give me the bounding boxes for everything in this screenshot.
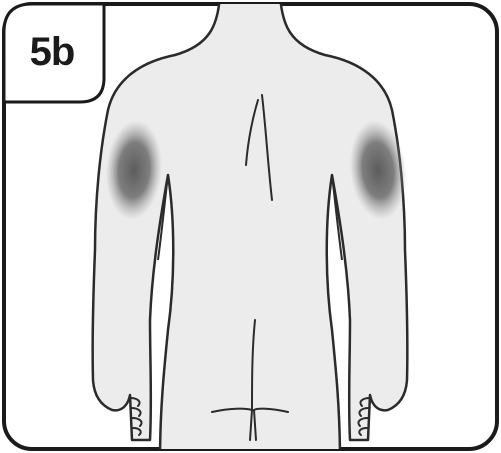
step-label: 5b	[22, 32, 82, 72]
body-silhouette	[93, 0, 408, 453]
